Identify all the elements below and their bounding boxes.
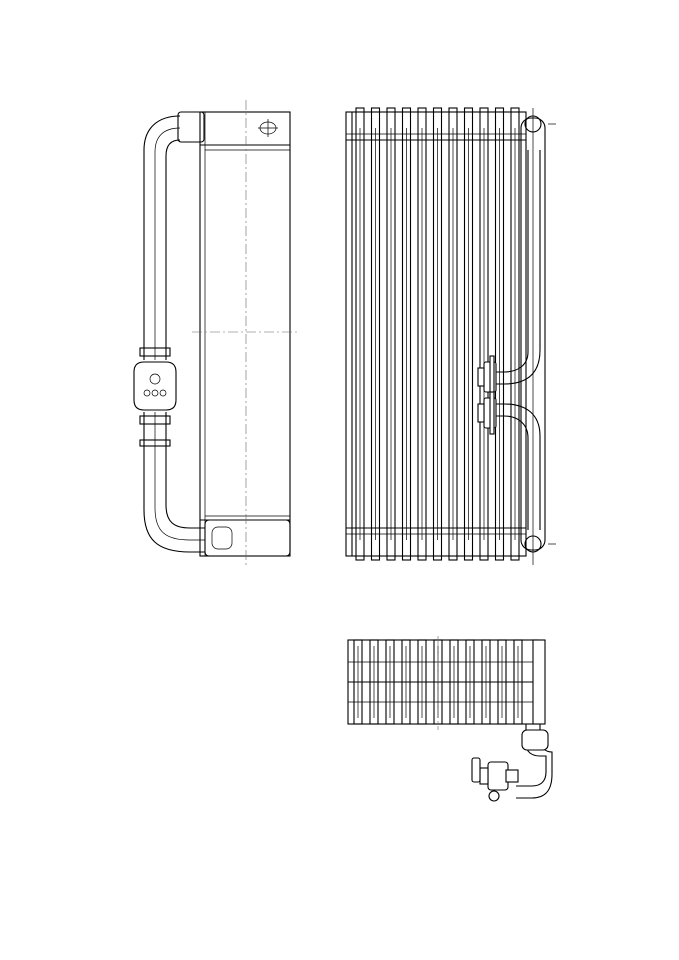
front-tube-3 [386,107,396,561]
front-tube-5 [417,107,427,561]
top-tube-9 [481,639,491,725]
front-pipe-upper [496,150,529,373]
top-tube-3 [385,639,395,725]
front-pipe-lower [496,403,541,530]
side-pipe-lower-inner [165,412,205,529]
front-tube-7 [448,107,458,561]
side-core-outline [199,111,291,557]
front-tube-11 [510,107,520,561]
top-tube-4 [401,639,411,725]
front-view [345,107,556,565]
top-tube-1 [353,639,363,725]
side-flange-block [133,361,177,411]
front-tube-10 [494,107,505,561]
front-tube-4 [401,107,412,561]
top-port-nut [488,790,500,802]
side-top-fitting [177,111,205,143]
side-pipe-collar-upper [139,347,171,357]
side-pipe-lower-outer [143,412,205,553]
top-tube-11 [513,639,523,725]
top-port-fitting [487,761,509,791]
top-tube-5 [417,639,427,725]
front-tube-8 [463,107,474,561]
top-elbow-block [521,729,549,751]
front-tube-2 [370,107,381,561]
side-view [133,100,300,565]
side-pipe-collar-lower [139,415,171,425]
front-tube-1 [355,107,365,561]
front-tube-6 [432,107,443,561]
front-tube-9 [479,107,489,561]
front-core-outline [345,111,527,557]
side-pipe-upper-outer [143,115,181,360]
front-tube-array [355,107,520,561]
top-tube-8 [465,639,475,725]
side-pipe-upper-inner [165,139,181,360]
top-view [347,636,553,802]
top-tube-7 [449,639,459,725]
top-end-plate [532,639,546,725]
top-tube-2 [369,639,379,725]
side-bottom-header [204,519,291,557]
top-tube-10 [497,639,507,725]
